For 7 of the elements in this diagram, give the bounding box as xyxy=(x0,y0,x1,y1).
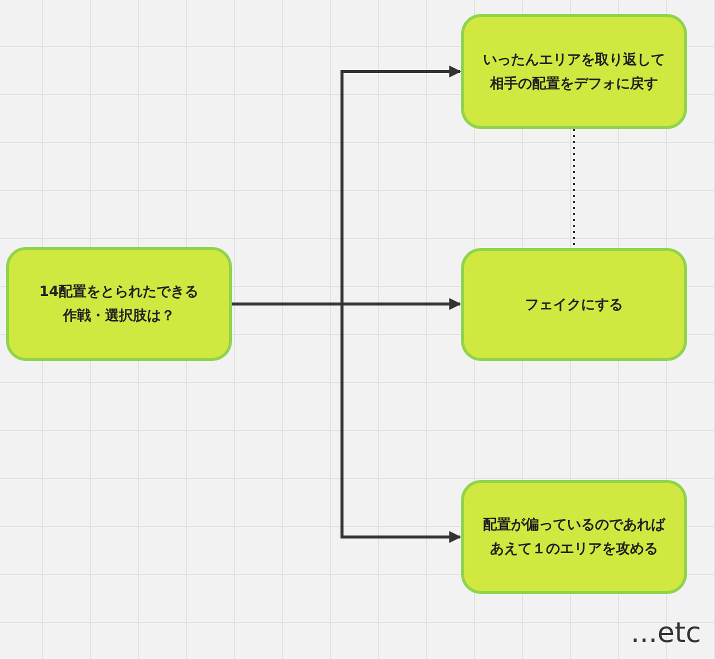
process-box: 配置が偏っているのであればあえて１のエリアを攻める xyxy=(461,480,687,594)
process-box: 14配置をとられたできる作戦・選択肢は？ xyxy=(6,247,232,361)
connector-line xyxy=(573,129,575,248)
arrow xyxy=(232,302,462,543)
note-text: ...etc xyxy=(630,616,701,649)
process-box: フェイクにする xyxy=(461,248,687,361)
process-box: いったんエリアを取り返して相手の配置をデフォに戻す xyxy=(461,14,687,129)
